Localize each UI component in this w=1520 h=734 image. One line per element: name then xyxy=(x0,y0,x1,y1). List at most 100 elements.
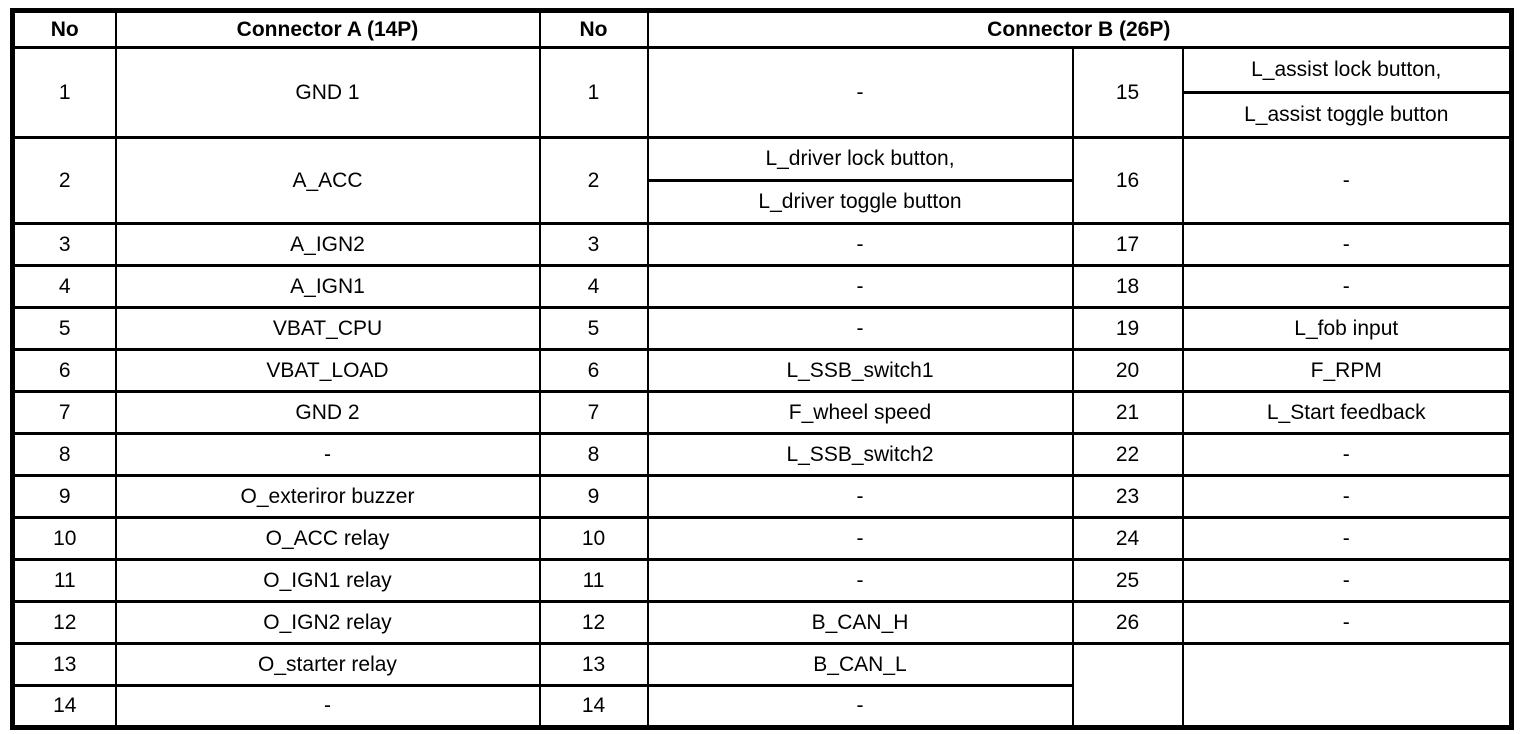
pin-number-cell: 6 xyxy=(11,348,117,393)
pin-signal-cell: - xyxy=(646,306,1074,351)
pin-signal-cell: GND 1 xyxy=(114,46,541,139)
pin-signal-cell: L_driver toggle button xyxy=(646,179,1074,225)
table-row: 4 A_IGN1 4 - 18 - xyxy=(11,264,1513,309)
table-row: 5 VBAT_CPU 5 - 19 L_fob input xyxy=(11,306,1513,351)
pin-signal-cell: L_driver lock button, xyxy=(646,136,1074,182)
table-row: 1 GND 1 1 - 15 L_assist lock button, xyxy=(11,46,1513,139)
pin-number-cell: 13 xyxy=(11,642,117,687)
pin-signal-cell: L_Start feedback xyxy=(1181,390,1513,435)
pin-signal-cell: - xyxy=(114,432,541,477)
pin-number-cell: 16 xyxy=(1071,136,1184,225)
pin-signal-cell: F_RPM xyxy=(1181,348,1513,393)
table-row: 12 O_IGN2 relay 12 B_CAN_H 26 - xyxy=(11,600,1513,645)
pin-signal-cell: O_ACC relay xyxy=(114,516,541,561)
pin-number-cell: 3 xyxy=(538,222,649,267)
pin-signal-cell: - xyxy=(114,684,541,729)
pin-number-cell: 25 xyxy=(1071,558,1184,603)
pin-signal-cell: - xyxy=(646,474,1074,519)
pin-number-cell: 7 xyxy=(538,390,649,435)
pin-signal-cell: O_starter relay xyxy=(114,642,541,687)
pin-signal-cell: L_assist toggle button xyxy=(1181,91,1513,139)
pin-signal-cell: - xyxy=(646,46,1074,139)
pin-signal-cell: - xyxy=(646,222,1074,267)
pin-number-cell: 3 xyxy=(11,222,117,267)
pin-number-cell: 5 xyxy=(11,306,117,351)
pin-signal-cell: - xyxy=(1181,432,1513,477)
pin-number-cell: 4 xyxy=(11,264,117,309)
pin-signal-cell: - xyxy=(1181,600,1513,645)
pin-signal-cell: - xyxy=(646,558,1074,603)
table-row: L_driver toggle button xyxy=(13,179,1512,225)
table-row: 13 O_starter relay 13 B_CAN_L xyxy=(11,642,1513,729)
header-no-b: No xyxy=(538,9,649,49)
pin-number-cell: 6 xyxy=(538,348,649,393)
pin-number-cell: 12 xyxy=(11,600,117,645)
pin-signal-cell: GND 2 xyxy=(114,390,541,435)
pin-number-cell: 5 xyxy=(538,306,649,351)
pin-number-cell: 18 xyxy=(1071,264,1184,309)
table-row: 11 O_IGN1 relay 11 - 25 - xyxy=(11,558,1513,603)
pin-number-cell: 2 xyxy=(538,136,649,225)
pin-number-cell: 21 xyxy=(1071,390,1184,435)
pin-number-cell: 10 xyxy=(538,516,649,561)
table-row: 10 O_ACC relay 10 - 24 - xyxy=(11,516,1513,561)
pin-number-cell: 15 xyxy=(1071,46,1184,139)
pin-signal-cell: - xyxy=(1181,222,1513,267)
pin-number-cell: 20 xyxy=(1071,348,1184,393)
pin-signal-cell: L_SSB_switch2 xyxy=(646,432,1074,477)
pin-signal-cell: O_IGN2 relay xyxy=(114,600,541,645)
table-header-row: No Connector A (14P) No Connector B (26P… xyxy=(11,9,1513,49)
pin-number-cell: 14 xyxy=(11,684,117,729)
pin-number-cell: 11 xyxy=(11,558,117,603)
pin-signal-cell: B_CAN_H xyxy=(646,600,1074,645)
pin-signal-cell: VBAT_CPU xyxy=(114,306,541,351)
pin-signal-cell: - xyxy=(1181,264,1513,309)
pin-number-cell: 22 xyxy=(1071,432,1184,477)
pin-signal-cell: L_SSB_switch1 xyxy=(646,348,1074,393)
pin-number-cell: 4 xyxy=(538,264,649,309)
pin-signal-cell: - xyxy=(646,264,1074,309)
pin-signal-cell: - xyxy=(646,516,1074,561)
pin-number-cell: 8 xyxy=(538,432,649,477)
pin-signal-cell: - xyxy=(1181,516,1513,561)
pin-number-cell: 14 xyxy=(538,684,649,729)
pin-signal-cell: O_exteriror buzzer xyxy=(114,474,541,519)
pin-number-cell: 9 xyxy=(11,474,117,519)
pin-number-cell: 11 xyxy=(538,558,649,603)
table-row: 3 A_IGN2 3 - 17 - xyxy=(11,222,1513,267)
pin-number-cell: 13 xyxy=(538,642,649,687)
pin-number-cell: 2 xyxy=(11,136,117,225)
pin-number-cell: 26 xyxy=(1071,600,1184,645)
pin-number-cell: 10 xyxy=(11,516,117,561)
pin-signal-cell: O_IGN1 relay xyxy=(114,558,541,603)
pin-signal-cell: F_wheel speed xyxy=(646,390,1074,435)
pin-signal-cell: L_assist lock button, xyxy=(1181,46,1513,94)
table-row: 7 GND 2 7 F_wheel speed 21 L_Start feedb… xyxy=(11,390,1513,435)
table-row: 2 A_ACC 2 L_driver lock button, 16 - xyxy=(11,136,1513,225)
pin-number-cell: 1 xyxy=(11,46,117,139)
table-row: 8 - 8 L_SSB_switch2 22 - xyxy=(11,432,1513,477)
pin-number-cell: 19 xyxy=(1071,306,1184,351)
pin-number-cell: 9 xyxy=(538,474,649,519)
header-no-a: No xyxy=(11,9,117,49)
header-connector-b: Connector B (26P) xyxy=(646,9,1513,49)
pin-number-cell: 23 xyxy=(1071,474,1184,519)
table-row: L_assist toggle button xyxy=(13,91,1513,139)
header-connector-a: Connector A (14P) xyxy=(114,9,541,49)
connector-pinout-table: No Connector A (14P) No Connector B (26P… xyxy=(10,8,1515,730)
pin-signal-cell: - xyxy=(1181,136,1513,225)
pin-signal-cell: A_IGN2 xyxy=(114,222,541,267)
table-row: 9 O_exteriror buzzer 9 - 23 - xyxy=(11,474,1513,519)
pin-signal-cell: A_ACC xyxy=(114,136,541,225)
pin-signal-cell: VBAT_LOAD xyxy=(114,348,541,393)
pin-number-cell: 17 xyxy=(1071,222,1184,267)
pin-signal-cell: A_IGN1 xyxy=(114,264,541,309)
pin-signal-cell: - xyxy=(646,684,1074,729)
pin-signal-cell: - xyxy=(1181,558,1513,603)
table-row: 14 - 14 - xyxy=(11,684,1512,729)
pin-signal-cell: - xyxy=(1181,474,1513,519)
pin-number-cell: 12 xyxy=(538,600,649,645)
pin-number-cell: 1 xyxy=(538,46,649,139)
pin-signal-cell: L_fob input xyxy=(1181,306,1513,351)
